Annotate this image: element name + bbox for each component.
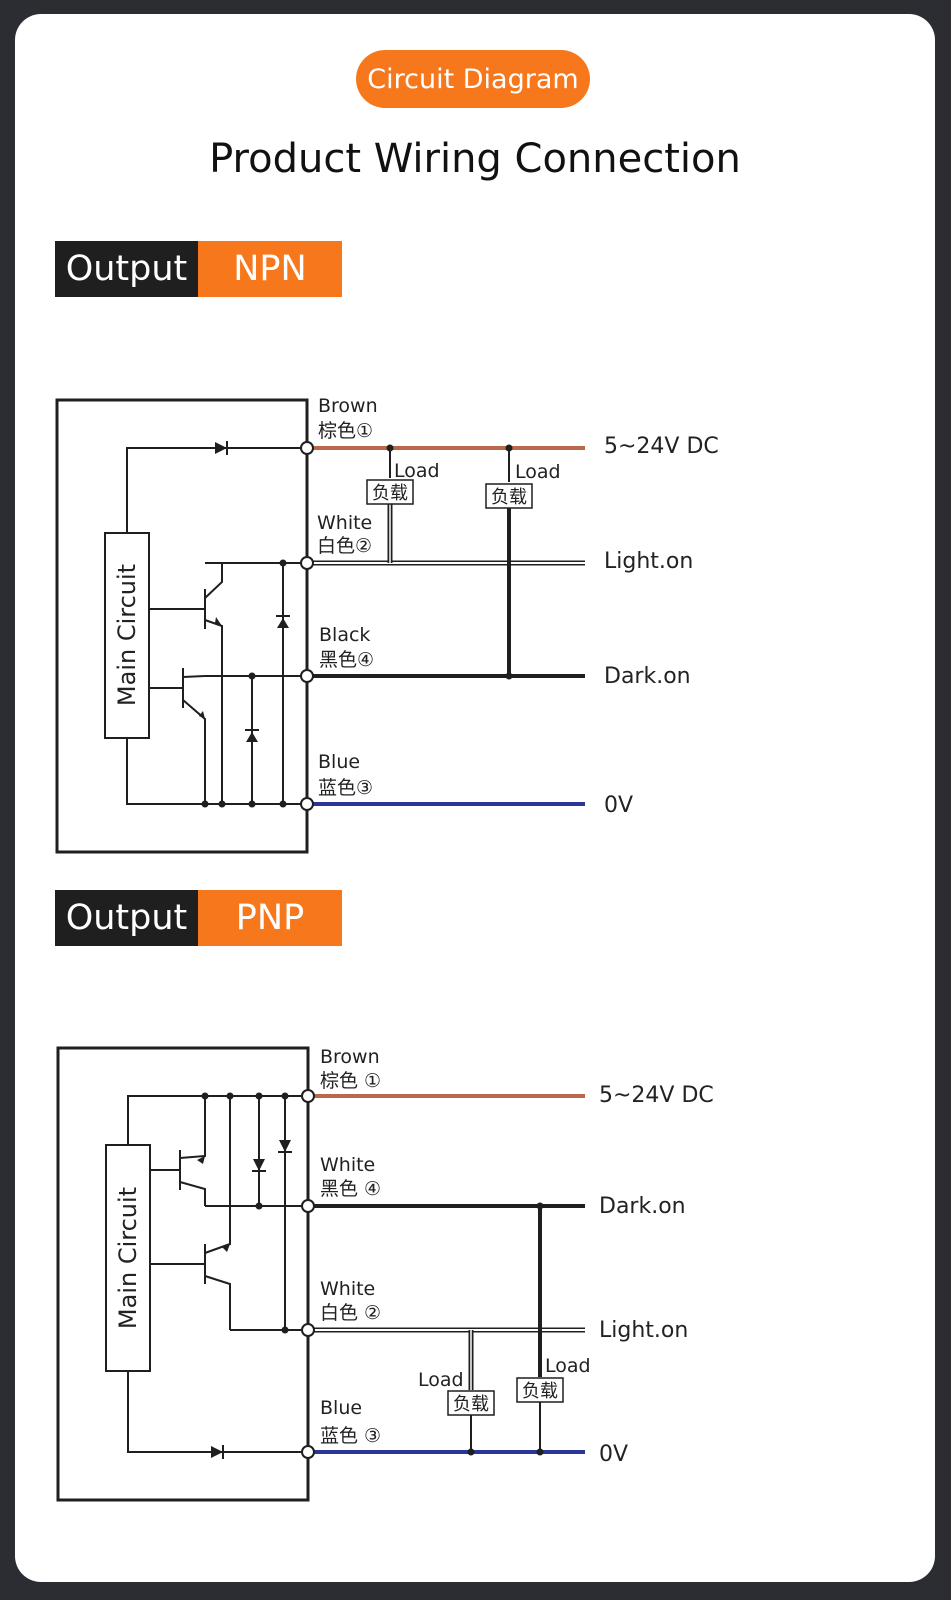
pnp-load-wiring	[468, 1206, 542, 1452]
pnp-brown-label: Brown	[320, 1046, 380, 1068]
npn-tag-key: Output	[55, 241, 198, 297]
pnp-load-1-label: Load	[418, 1369, 464, 1391]
pnp-blue-label: Blue	[320, 1397, 362, 1419]
badge-label: Circuit Diagram	[367, 63, 579, 95]
npn-white-label: White	[317, 512, 372, 534]
npn-load-1-label: Load	[394, 460, 440, 482]
pnp-terminal-light-on: Light.on	[599, 1318, 688, 1343]
pnp-output-tag: Output PNP	[55, 890, 345, 946]
pnp-main-circuit-label: Main Circuit	[114, 1187, 142, 1329]
npn-wiring-diagram: Main Circuit	[55, 395, 719, 854]
pnp-tag-value: PNP	[198, 890, 342, 946]
npn-junction-dots	[201, 559, 287, 808]
npn-load-1-cn: 负载	[372, 483, 408, 504]
npn-load-dots	[386, 444, 513, 680]
pnp-tag-key: Output	[55, 890, 198, 946]
npn-load-box-1	[366, 479, 414, 505]
npn-blue-label: Blue	[318, 751, 360, 773]
product-card: Circuit Diagram Product Wiring Connectio…	[15, 14, 935, 1582]
npn-white-cn: 白色②	[317, 535, 372, 557]
pnp-wiring-diagram: Main Circuit	[56, 1046, 714, 1502]
npn-terminal-supply: 5~24V DC	[604, 434, 719, 459]
npn-brown-label: Brown	[318, 395, 378, 417]
npn-black-cn: 黑色④	[319, 649, 374, 671]
npn-main-circuit-label: Main Circuit	[113, 564, 141, 706]
npn-main-circuit-box	[104, 532, 150, 739]
pnp-internal-wiring	[127, 1095, 306, 1453]
pnp-blue-cn: 蓝色 ③	[320, 1425, 381, 1447]
pnp-diodes	[197, 1140, 292, 1459]
circuit-diagram-badge: Circuit Diagram	[356, 50, 590, 108]
pnp-load-2-cn: 负载	[522, 1381, 558, 1402]
npn-internal-wiring	[126, 447, 305, 805]
pnp-terminal-supply: 5~24V DC	[599, 1083, 714, 1108]
pnp-terminal-0v: 0V	[599, 1442, 628, 1467]
npn-terminal-light-on: Light.on	[604, 549, 693, 574]
npn-terminal-dark-on: Dark.on	[604, 664, 691, 689]
pnp-junction-dots	[201, 1092, 289, 1334]
npn-load-2-label: Load	[515, 461, 561, 483]
pnp-main-circuit-box	[105, 1144, 151, 1372]
pnp-terminals	[301, 1089, 315, 1459]
pnp-sensor-body	[56, 1046, 310, 1502]
npn-black-label: Black	[319, 624, 370, 646]
pnp-load-dots	[467, 1202, 544, 1456]
pnp-white-label: White	[320, 1278, 375, 1300]
pnp-black-label: White	[320, 1154, 375, 1176]
npn-load-wiring	[387, 448, 511, 676]
pnp-black-cn: 黑色 ④	[320, 1178, 381, 1200]
pnp-brown-cn: 棕色 ①	[320, 1070, 381, 1092]
npn-blue-cn: 蓝色③	[318, 777, 373, 799]
npn-tag-value: NPN	[198, 241, 342, 297]
npn-terminals	[300, 441, 314, 811]
npn-sensor-body	[55, 398, 309, 854]
npn-load-2-cn: 负载	[491, 487, 527, 508]
pnp-load-box-1	[447, 1390, 495, 1416]
pnp-load-box-2	[516, 1377, 564, 1403]
npn-output-tag: Output NPN	[55, 241, 345, 297]
page-title: Product Wiring Connection	[209, 136, 741, 182]
npn-terminal-0v: 0V	[604, 793, 633, 818]
pnp-terminal-dark-on: Dark.on	[599, 1194, 686, 1219]
pnp-white-cn: 白色 ②	[320, 1302, 381, 1324]
pnp-load-2-label: Load	[545, 1355, 591, 1377]
npn-diodes	[199, 441, 290, 742]
npn-brown-cn: 棕色①	[318, 420, 373, 442]
pnp-load-1-cn: 负载	[453, 1394, 489, 1415]
npn-load-box-2	[485, 483, 533, 509]
